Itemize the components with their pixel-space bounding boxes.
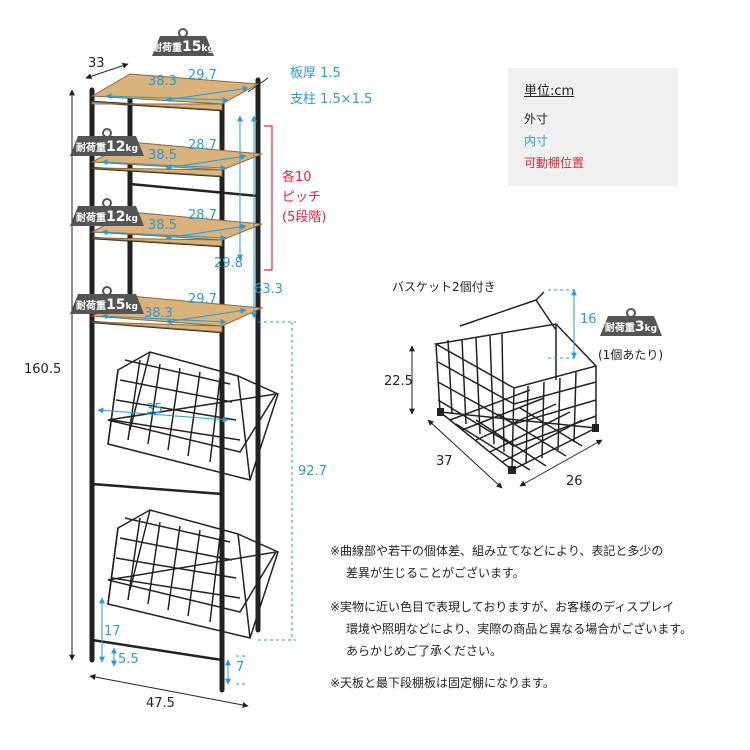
dim-lower-height: 92.7 bbox=[298, 464, 327, 479]
dim-shelf2-depth: 28.7 bbox=[188, 138, 217, 153]
weight-badge-top: 耐荷重15kg bbox=[152, 28, 214, 56]
basket-handle-height: 16 bbox=[580, 312, 597, 327]
legend-title: 単位:cm bbox=[524, 84, 575, 99]
dim-shelf4-depth: 29.7 bbox=[188, 292, 217, 307]
dim-upper-outer: 63.3 bbox=[254, 282, 283, 297]
basket-height: 22.5 bbox=[384, 374, 413, 389]
movable-bracket bbox=[264, 125, 273, 271]
note-1: ※曲線部や若干の個体差、組み立てなどにより、表記と多少の 差異が生じることがござ… bbox=[330, 544, 664, 580]
weight-badge-shelf2: 耐荷重12kg bbox=[70, 128, 144, 156]
dim-bottom-17: 17 bbox=[104, 624, 121, 639]
basket-title: バスケット2個付き bbox=[392, 280, 496, 294]
note-3: ※天板と最下段棚板は固定棚になります。 bbox=[330, 676, 555, 690]
basket-illustration bbox=[433, 291, 599, 471]
legend: 単位:cm 外寸 内寸 可動棚位置 bbox=[508, 68, 678, 186]
dim-shelf4-width: 38.3 bbox=[144, 306, 173, 321]
rack-frame bbox=[89, 77, 261, 693]
basket-note: (1個あたり) bbox=[598, 348, 663, 362]
dim-top-width: 38.3 bbox=[148, 74, 177, 89]
dim-bottom-5-5: 5.5 bbox=[118, 652, 139, 667]
dim-pitch: 各10 ピッチ (5段階) bbox=[282, 170, 327, 225]
dim-depth-outer: 33 bbox=[88, 56, 105, 71]
dim-width-outer: 47.5 bbox=[146, 696, 175, 711]
dim-post: 支柱 1.5×1.5 bbox=[290, 92, 373, 107]
basket-depth: 37 bbox=[436, 454, 453, 469]
legend-movable: 可動棚位置 bbox=[524, 156, 585, 170]
legend-inner: 内寸 bbox=[524, 134, 549, 148]
dim-top-depth: 29.7 bbox=[188, 68, 217, 83]
dim-total-height: 160.5 bbox=[24, 362, 62, 377]
dim-shelf3-width: 38.5 bbox=[148, 218, 177, 233]
legend-outer: 外寸 bbox=[524, 112, 549, 126]
dim-basket-inner: 35 bbox=[146, 402, 163, 417]
weight-badge-basket: 耐荷重3kg bbox=[600, 308, 662, 336]
dim-upper-height: 29.8 bbox=[214, 256, 243, 271]
weight-badge-shelf4: 耐荷重15kg bbox=[70, 286, 144, 314]
weight-badge-shelf3: 耐荷重12kg bbox=[70, 198, 144, 226]
dim-board-thickness: 板厚 1.5 bbox=[290, 66, 341, 81]
note-2: ※実物に近い色目で表現しておりますが、お客様のディスプレイ 環境や照明などにより… bbox=[330, 600, 693, 658]
rack-baskets bbox=[107, 351, 279, 639]
basket-width: 26 bbox=[566, 474, 583, 489]
dim-shelf2-width: 38.5 bbox=[148, 148, 177, 163]
dim-shelf3-depth: 28.7 bbox=[188, 208, 217, 223]
dim-bottom-7: 7 bbox=[236, 660, 245, 675]
